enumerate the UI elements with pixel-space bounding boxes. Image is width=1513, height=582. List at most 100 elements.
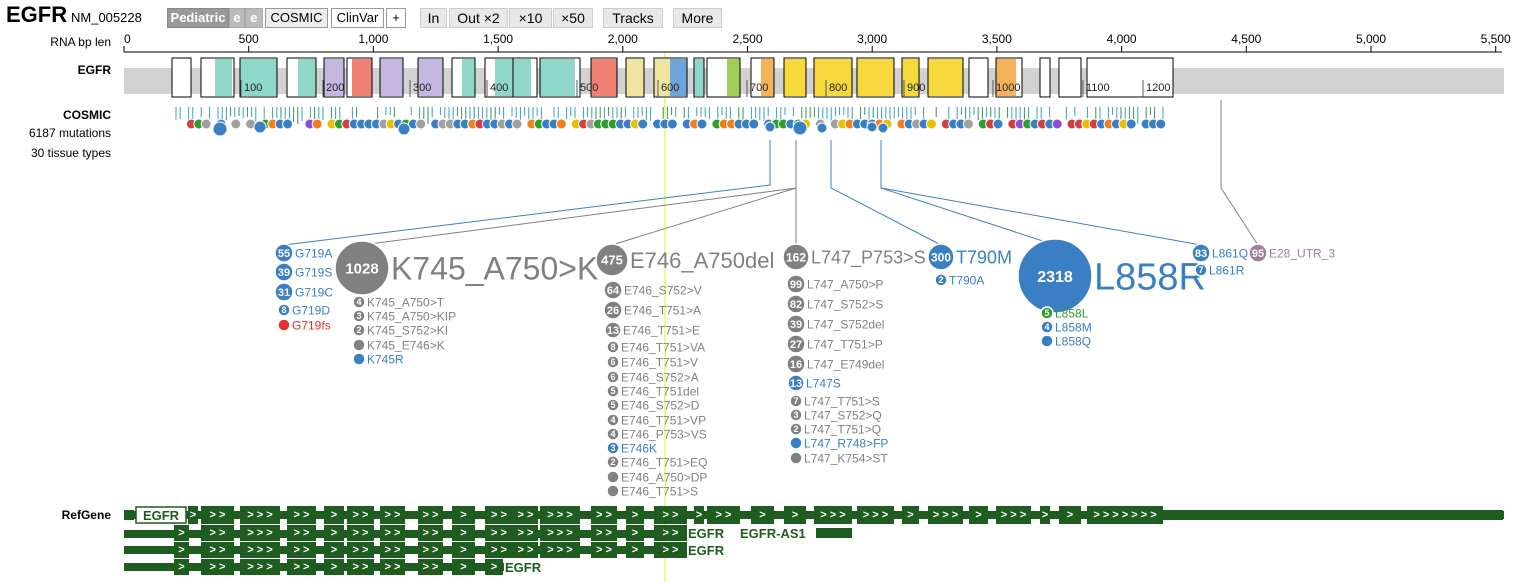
mutation-dot-large[interactable] (253, 120, 267, 134)
cluster-bubble[interactable] (1248, 243, 1268, 263)
cluster-bubble[interactable] (786, 274, 806, 294)
refgene-exon[interactable] (1059, 506, 1081, 524)
cluster-bubble[interactable] (606, 398, 620, 412)
refgene-exon[interactable] (1040, 506, 1050, 524)
cluster-bubble[interactable] (789, 394, 803, 408)
mutation-dot[interactable] (200, 118, 212, 130)
mutation-cluster[interactable]: G719fs (277, 318, 331, 332)
mutation-cluster[interactable]: E746_T751>S (606, 484, 698, 498)
refgene-exon[interactable] (287, 559, 316, 575)
cluster-bubble[interactable] (787, 374, 805, 392)
cluster-bubble[interactable] (334, 240, 390, 296)
cluster-bubble[interactable] (277, 303, 291, 317)
cluster-bubble[interactable] (789, 422, 803, 436)
refgene-exon[interactable] (201, 559, 234, 575)
refgene-exon[interactable] (188, 506, 198, 524)
refgene-exon[interactable] (654, 506, 687, 524)
mutation-cluster[interactable]: L747_K754>ST (789, 451, 888, 465)
mutation-dot[interactable] (666, 118, 678, 130)
cluster-bubble[interactable] (606, 384, 620, 398)
cluster-bubble[interactable] (789, 408, 803, 422)
cluster-bubble[interactable] (786, 334, 806, 354)
refgene-exon[interactable] (380, 506, 405, 524)
cluster-bubble[interactable] (789, 451, 803, 465)
refgene-exon[interactable] (626, 506, 644, 524)
refgene-exon[interactable] (816, 528, 852, 538)
cluster-bubble[interactable] (606, 455, 620, 469)
refgene-exon[interactable] (418, 525, 443, 541)
refgene-exon[interactable] (751, 506, 774, 524)
mutation-dot[interactable] (925, 118, 937, 130)
mutation-dot[interactable] (696, 118, 708, 130)
refgene-gene-label[interactable]: EGFR (688, 543, 725, 558)
mutation-dot[interactable] (1125, 118, 1137, 130)
exon-box[interactable] (171, 57, 192, 98)
refgene-utr[interactable] (1163, 510, 1503, 520)
mutation-dot[interactable] (511, 118, 523, 130)
refgene-exon[interactable] (540, 525, 580, 541)
cluster-bubble[interactable] (352, 323, 366, 337)
cluster-bubble[interactable] (595, 243, 629, 277)
mutation-dot[interactable] (748, 118, 760, 130)
mutation-dot-large[interactable] (792, 120, 808, 136)
refgene-exon[interactable] (380, 542, 405, 558)
refgene-exon[interactable] (287, 506, 316, 524)
refgene-exon[interactable] (513, 506, 538, 524)
cluster-bubble[interactable] (786, 354, 806, 374)
mutation-cluster[interactable]: L747_R748>FP (789, 436, 888, 450)
refgene-gene-label[interactable]: EGFR-AS1 (740, 526, 806, 541)
refgene-exon[interactable] (287, 525, 316, 541)
zoom-out-10-button[interactable]: ×10 (509, 8, 552, 28)
cluster-bubble[interactable] (352, 338, 366, 352)
mutation-dot[interactable] (311, 118, 323, 130)
refgene-exon[interactable] (418, 506, 443, 524)
cluster-bubble[interactable] (274, 243, 294, 263)
refgene-exon[interactable] (174, 559, 189, 575)
cluster-bubble[interactable] (277, 318, 291, 332)
refgene-exon[interactable] (591, 525, 617, 541)
cluster-bubble[interactable] (606, 441, 620, 455)
refgene-exon[interactable] (996, 506, 1031, 524)
refgene-exon[interactable] (347, 506, 374, 524)
refgene-exon[interactable] (380, 559, 405, 575)
refgene-exon[interactable] (174, 525, 189, 541)
refgene-exon[interactable] (240, 506, 280, 524)
refgene-exon[interactable] (485, 542, 513, 558)
cluster-bubble[interactable] (1017, 238, 1093, 314)
cluster-bubble[interactable] (1194, 263, 1208, 277)
cluster-bubble[interactable] (789, 436, 803, 450)
refgene-exon[interactable] (324, 506, 344, 524)
clinvar-button[interactable]: ClinVar (331, 8, 384, 28)
refgene-exon[interactable] (540, 506, 580, 524)
cluster-bubble[interactable] (603, 300, 623, 320)
mutation-dot-large[interactable] (212, 121, 228, 137)
refgene-gene-label[interactable]: EGFR (688, 526, 725, 541)
cluster-bubble[interactable] (782, 243, 810, 271)
refgene-exon[interactable] (201, 506, 234, 524)
cluster-bubble[interactable] (352, 309, 366, 323)
refgene-exon[interactable] (784, 506, 806, 524)
exon-box[interactable] (968, 57, 989, 98)
refgene-exon[interactable] (124, 510, 134, 520)
add-track-button[interactable]: + (386, 8, 406, 28)
refgene-exon[interactable] (513, 525, 538, 541)
zoom-in-button[interactable]: In (420, 8, 447, 28)
refgene-exon[interactable] (201, 542, 234, 558)
cluster-bubble[interactable] (352, 352, 366, 366)
mutation-dot[interactable] (1155, 118, 1167, 130)
cluster-bubble[interactable] (606, 340, 620, 354)
